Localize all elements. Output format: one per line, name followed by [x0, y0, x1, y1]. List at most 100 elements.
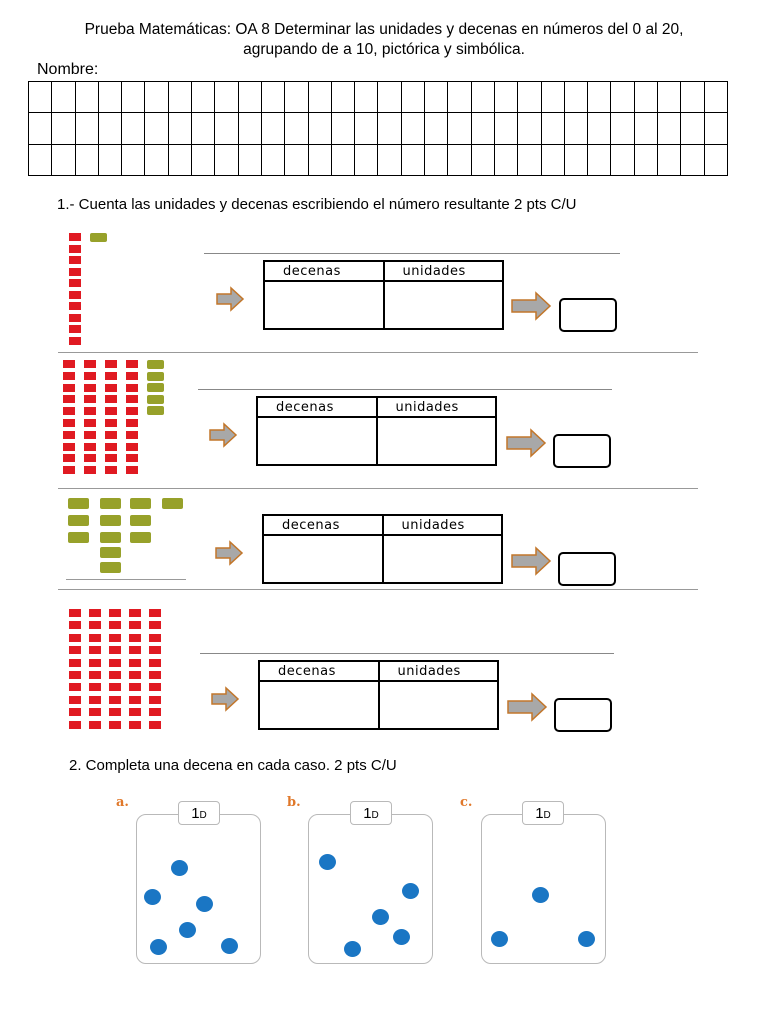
name-letter-cell[interactable]	[191, 143, 216, 177]
name-letter-cell[interactable]	[144, 80, 169, 114]
name-letter-cell[interactable]	[354, 80, 379, 114]
name-letter-cell[interactable]	[610, 143, 635, 177]
name-letter-cell[interactable]	[167, 112, 193, 145]
name-letter-cell[interactable]	[97, 80, 123, 114]
name-letter-cell[interactable]	[680, 112, 705, 145]
name-letter-cell[interactable]	[493, 80, 519, 114]
name-letter-cell[interactable]	[470, 112, 495, 145]
name-letter-cell[interactable]	[354, 143, 379, 177]
name-letter-cell[interactable]	[27, 112, 53, 145]
name-letter-cell[interactable]	[237, 143, 262, 177]
name-letter-cell[interactable]	[703, 143, 729, 177]
name-letter-cell[interactable]	[74, 112, 99, 145]
name-letter-cell[interactable]	[633, 112, 659, 145]
name-letter-cell[interactable]	[563, 80, 589, 114]
name-letter-cell[interactable]	[214, 112, 239, 145]
name-letter-cell[interactable]	[400, 143, 426, 177]
name-letter-cell[interactable]	[330, 80, 356, 114]
name-letter-cell[interactable]	[214, 80, 239, 114]
name-letter-cell[interactable]	[587, 80, 612, 114]
name-letter-cell[interactable]	[447, 112, 472, 145]
name-letter-cell[interactable]	[703, 112, 729, 145]
name-letter-cell[interactable]	[377, 80, 402, 114]
name-letter-cell[interactable]	[330, 112, 356, 145]
units-cell[interactable]	[381, 534, 503, 584]
name-letter-cell[interactable]	[307, 112, 332, 145]
name-letter-cell[interactable]	[424, 80, 449, 114]
row-3-answer-box[interactable]	[558, 552, 616, 586]
name-letter-cell[interactable]	[121, 143, 146, 177]
name-letter-cell[interactable]	[260, 80, 286, 114]
name-letter-cell[interactable]	[540, 80, 565, 114]
name-letter-cell[interactable]	[214, 143, 239, 177]
name-letter-cell[interactable]	[680, 80, 705, 114]
name-letter-cell[interactable]	[237, 112, 262, 145]
name-letter-cell[interactable]	[307, 143, 332, 177]
name-letter-cell[interactable]	[97, 143, 123, 177]
name-letter-cell[interactable]	[260, 143, 286, 177]
name-letter-cell[interactable]	[191, 112, 216, 145]
name-letter-cell[interactable]	[470, 143, 495, 177]
name-letter-cell[interactable]	[330, 143, 356, 177]
row-2-answer-box[interactable]	[553, 434, 611, 468]
name-letter-cell[interactable]	[493, 112, 519, 145]
name-letter-cell[interactable]	[563, 143, 589, 177]
name-letter-cell[interactable]	[237, 80, 262, 114]
units-cell[interactable]	[382, 280, 504, 330]
tens-cell[interactable]	[263, 280, 385, 330]
name-letter-cell[interactable]	[400, 80, 426, 114]
name-letter-cell[interactable]	[703, 80, 729, 114]
units-cell[interactable]	[375, 416, 497, 466]
name-letter-cell[interactable]	[27, 80, 53, 114]
name-letter-cell[interactable]	[284, 112, 309, 145]
name-letter-cell[interactable]	[610, 80, 635, 114]
name-letter-cell[interactable]	[74, 80, 99, 114]
name-letter-cell[interactable]	[377, 112, 402, 145]
tens-cell[interactable]	[262, 534, 384, 584]
jar-c[interactable]	[481, 814, 606, 964]
name-letter-cell[interactable]	[307, 80, 332, 114]
row-1-answer-box[interactable]	[559, 298, 617, 332]
name-letter-cell[interactable]	[493, 143, 519, 177]
name-letter-cell[interactable]	[424, 143, 449, 177]
name-letter-cell[interactable]	[400, 112, 426, 145]
name-letter-cell[interactable]	[284, 143, 309, 177]
name-letter-cell[interactable]	[563, 112, 589, 145]
name-letter-cell[interactable]	[191, 80, 216, 114]
name-letter-cell[interactable]	[354, 112, 379, 145]
name-letter-cell[interactable]	[587, 112, 612, 145]
name-letter-cell[interactable]	[470, 80, 495, 114]
name-letter-cell[interactable]	[144, 143, 169, 177]
name-letter-cell[interactable]	[610, 112, 635, 145]
name-letter-cell[interactable]	[633, 143, 659, 177]
name-letter-cell[interactable]	[447, 80, 472, 114]
name-letter-cell[interactable]	[284, 80, 309, 114]
name-letter-cell[interactable]	[51, 112, 76, 145]
name-letter-cell[interactable]	[447, 143, 472, 177]
tens-cell[interactable]	[258, 680, 380, 730]
name-letter-cell[interactable]	[144, 112, 169, 145]
units-cell[interactable]	[377, 680, 499, 730]
tens-cell[interactable]	[256, 416, 378, 466]
name-letter-cell[interactable]	[377, 143, 402, 177]
name-letter-cell[interactable]	[540, 112, 565, 145]
name-letter-cell[interactable]	[657, 112, 682, 145]
name-letter-cell[interactable]	[424, 112, 449, 145]
name-letter-cell[interactable]	[121, 112, 146, 145]
name-letter-cell[interactable]	[167, 80, 193, 114]
name-letter-cell[interactable]	[517, 143, 542, 177]
name-letter-cell[interactable]	[27, 143, 53, 177]
row-4-answer-box[interactable]	[554, 698, 612, 732]
name-letter-cell[interactable]	[51, 80, 76, 114]
name-writing-grid[interactable]	[27, 80, 729, 177]
name-letter-cell[interactable]	[657, 143, 682, 177]
name-letter-cell[interactable]	[74, 143, 99, 177]
name-letter-cell[interactable]	[167, 143, 193, 177]
name-letter-cell[interactable]	[633, 80, 659, 114]
jar-b[interactable]	[308, 814, 433, 964]
name-letter-cell[interactable]	[517, 112, 542, 145]
